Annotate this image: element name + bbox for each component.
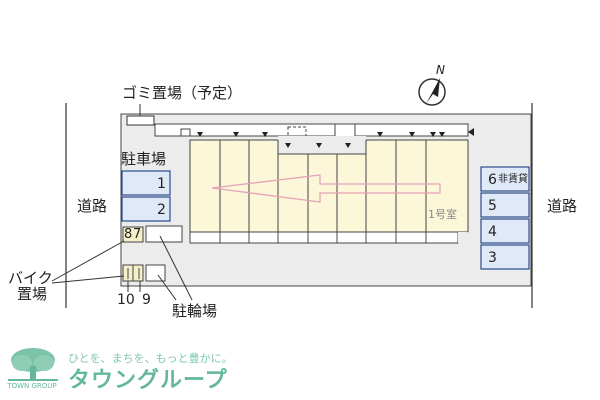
building-dent [278, 136, 366, 154]
brand-name: タウングループ [68, 368, 228, 393]
bicycle-parking-label: 駐輪場 [172, 302, 218, 320]
parking-space-6 [480, 166, 530, 192]
road-right-label: 道路 [547, 197, 578, 215]
balcony-strip [189, 231, 459, 244]
parking-number: 6 [488, 172, 497, 188]
parking-number: 4 [488, 224, 497, 240]
parking-number: 1 [157, 176, 166, 192]
balcony-gap [458, 232, 468, 243]
direction-arrow [211, 174, 441, 203]
parking-number: 2 [157, 202, 166, 218]
brand-mark-text: TOWN GROUP [7, 382, 57, 390]
tree-logo-icon [8, 348, 58, 381]
garbage-area-label: ゴミ置場（予定） [122, 84, 243, 102]
bike-slot-number: 9 [142, 292, 151, 308]
compass-icon [418, 78, 446, 106]
parking-space-2 [121, 196, 171, 222]
parking-space-1 [121, 170, 171, 196]
corridor-notch [334, 123, 356, 139]
garbage-area [126, 115, 155, 126]
bike-slot-number: 7 [133, 227, 142, 242]
bicycle-box-small [145, 264, 166, 282]
leader-lines [51, 235, 193, 301]
stair-block [180, 128, 191, 137]
parking-space-3 [480, 244, 530, 270]
compass-needle-icon [426, 78, 440, 104]
bike-slot-8-7 [122, 226, 144, 243]
parking-label: 駐車場 [121, 150, 167, 168]
parking-number: 5 [488, 198, 497, 214]
bike-parking-label-line1: バイク [8, 269, 53, 287]
parking-number: 3 [488, 250, 497, 266]
road-left-label: 道路 [77, 197, 108, 215]
unit-label: 1号室 [428, 208, 457, 221]
parking-note: 非賃貸 [498, 174, 528, 185]
bicycle-box [145, 225, 183, 243]
parking-space-4 [480, 218, 530, 244]
bike-slot-number: 8 [124, 227, 133, 242]
bike-parking-label-line2: 置場 [17, 285, 48, 303]
north-label: N [436, 63, 445, 77]
parking-space-5 [480, 192, 530, 218]
entrance-markers [197, 128, 474, 148]
unit-dividers [219, 140, 427, 243]
bike-slot-number: 10 [117, 292, 135, 308]
brand-tagline: ひとを、まちを、もっと豊かに。 [68, 352, 233, 365]
